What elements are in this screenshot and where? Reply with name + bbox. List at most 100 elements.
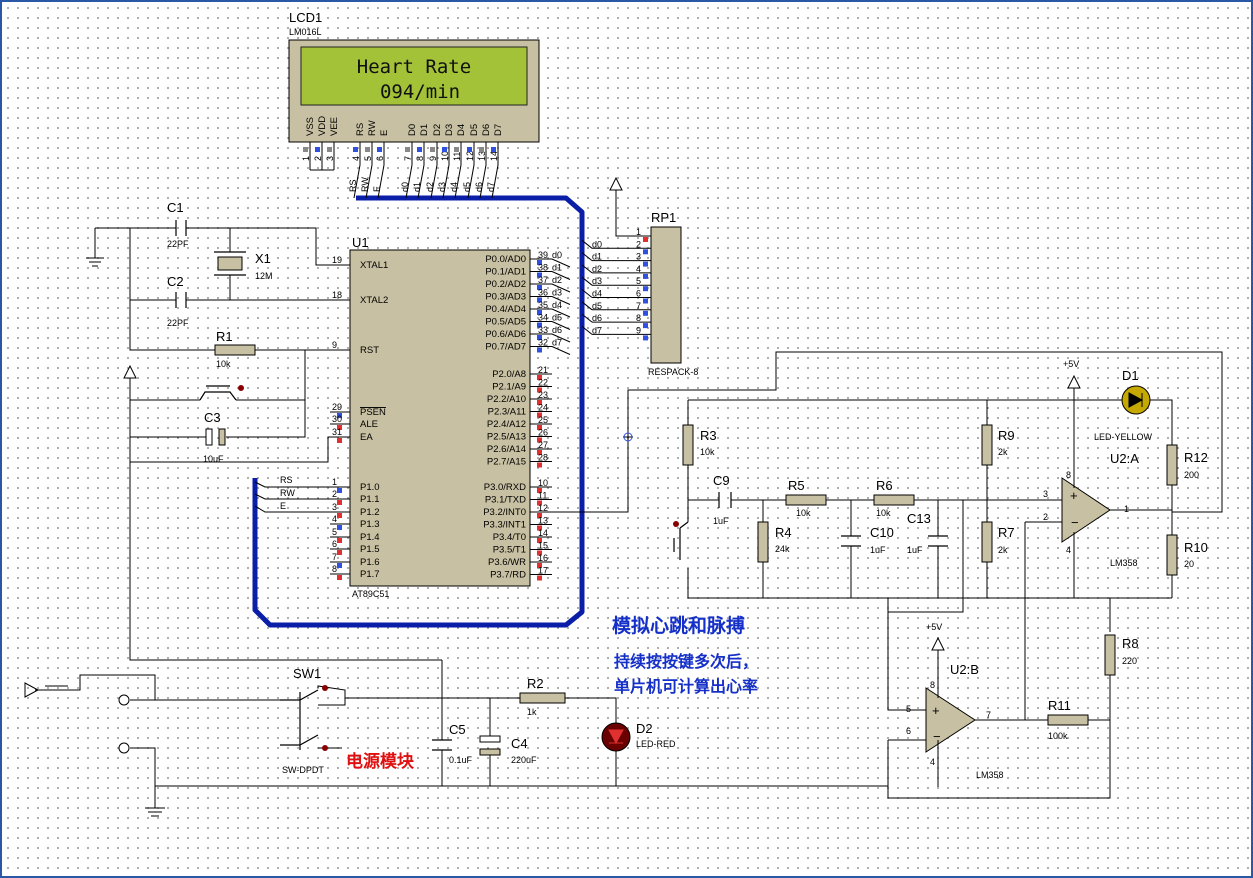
mcu-right-pin-number: 10	[538, 478, 548, 488]
mcu-right-pin-name: P2.1/A9	[492, 382, 526, 393]
mcu-pin-state-dot	[537, 563, 542, 568]
sw1-contacts-wire	[317, 685, 346, 749]
lcd-pin-name: D3	[444, 124, 455, 136]
lcd-pin-number: 1	[301, 156, 311, 161]
rp1-net-label: d7	[592, 325, 602, 335]
c2-symbol	[175, 292, 187, 308]
mcu-right-pin-name: P3.7/RD	[490, 570, 526, 581]
reset-button-probe-icon[interactable]	[238, 385, 244, 391]
mcu-right-pin-name: P2.7/A15	[487, 457, 526, 468]
c5-symbol	[432, 739, 452, 751]
mcu-left-pin-name: ALE	[360, 419, 378, 430]
r1-body	[214, 344, 256, 356]
mcu-pin-state-dot	[337, 563, 342, 568]
annotation-power: 电源模块	[346, 751, 415, 772]
lcd-pin-number: 11	[452, 152, 462, 161]
rp1-pin-number: 5	[636, 276, 641, 286]
lcd-pin-state-dot	[442, 147, 447, 152]
lcd-bus-entry	[353, 164, 361, 199]
mcu-right-pin-name: P3.0/RXD	[484, 482, 526, 493]
mcu-right-pin-name: P2.6/A14	[487, 444, 526, 455]
sw1-probe-a-icon[interactable]	[322, 685, 328, 691]
lcd-pin-name: D6	[481, 124, 492, 136]
lcd-bus-entry	[377, 164, 385, 199]
lcd-module: LCD1 LM016L Heart Rate 094/min VSS1VDD2V…	[288, 10, 540, 199]
mcu-right-pin-name: P2.5/A13	[487, 432, 526, 443]
r8-ref: R8	[1122, 636, 1139, 651]
mcu-pin-state-dot	[537, 335, 542, 340]
r11-ref: R11	[1048, 698, 1071, 713]
mcu-right-pin-name: P2.2/A10	[487, 394, 526, 405]
lcd-bus-label: RW	[360, 177, 370, 192]
mcu-pin-state-dot	[537, 347, 542, 353]
sw1-dpdt-icon[interactable]	[280, 689, 319, 750]
u2b-plus: +	[932, 703, 940, 718]
rp1-net-label: d0	[592, 239, 602, 249]
mcu-left-pin-name: PSEN	[360, 407, 386, 418]
mcu-left-pin-number: 8	[332, 564, 337, 574]
mcu-left-pin-name: P1.5	[360, 544, 380, 555]
u2b-pin-out: 7	[986, 710, 991, 720]
mcu-bus-entry	[551, 346, 571, 355]
mcu-right-pin-name: P3.1/TXD	[485, 495, 526, 506]
r2-value: 1k	[527, 707, 537, 717]
lcd-bus-entry	[442, 164, 450, 199]
mcu-pin-state-dot	[537, 310, 542, 315]
mcu-pin-state-dot	[537, 462, 542, 468]
lcd-bus-entry	[491, 164, 499, 199]
mcu-left-pin-number: 18	[332, 290, 342, 300]
mcu-right-pin-name: P0.4/AD4	[485, 304, 526, 315]
r4-value: 24k	[775, 544, 790, 554]
pulse-button-icon[interactable]	[673, 521, 689, 560]
lcd-pins: VSS1VDD2VEE3RS4RSRW5RWE6ED07d0D18d1D29d2…	[301, 116, 504, 199]
lcd-pin-state-dot	[353, 147, 358, 152]
rp1-pin-number: 7	[636, 301, 641, 311]
rp1-pin-state-dot	[643, 273, 648, 279]
u2b-stage: R8 220 R11 100k + − 5 6 7 8 4 U2:B LM358…	[887, 500, 1139, 799]
lcd-bus-label: d1	[412, 182, 422, 192]
c3-ref: C3	[204, 410, 221, 425]
r4-body	[757, 521, 769, 563]
pulse-button-probe-icon[interactable]	[673, 521, 679, 527]
c4-ref: C4	[511, 736, 528, 751]
mcu-bus-entry	[551, 296, 571, 305]
lcd-pin-name: D0	[407, 124, 418, 136]
mcu-right-pin-number: 35	[538, 300, 548, 310]
rp1-net-label: d6	[592, 313, 602, 323]
lcd-pin-number: 5	[363, 156, 373, 161]
c10-value: 1uF	[870, 545, 886, 555]
mcu-right-pin-number: 14	[538, 528, 548, 538]
d1-diode-arrow-icon	[1128, 392, 1144, 408]
mcu-right-pin-name: P3.5/T1	[493, 545, 526, 556]
mcu-left-pin-name: EA	[360, 432, 373, 443]
r1-ref: R1	[216, 329, 233, 344]
sw1-probe-b-icon[interactable]	[322, 745, 328, 751]
mcu-bus-entry	[551, 283, 571, 293]
lcd-model: LM016L	[289, 27, 322, 37]
mcu-right-pin-number: 17	[538, 566, 548, 576]
lcd-pin-number: 7	[403, 156, 413, 161]
lcd-pin-name: D7	[493, 124, 504, 136]
lcd-ref: LCD1	[289, 10, 322, 25]
c1-value: 22PF	[167, 239, 189, 249]
u2a-ref: U2:A	[1110, 451, 1139, 466]
switch-ground-wire	[687, 500, 1172, 599]
mcu-at89c51: U1 AT89C51 XTAL119XTAL218RST9PSEN29ALE30…	[330, 235, 571, 599]
mcu-pin-state-dot	[537, 375, 542, 380]
c9-symbol	[718, 492, 732, 508]
lcd-pin-name: VSS	[305, 117, 316, 136]
c3-wire	[130, 400, 306, 438]
u2a-plus: +	[1070, 488, 1078, 503]
rp1-pullup-wire	[615, 190, 651, 237]
lcd-pin-number: 12	[465, 151, 475, 161]
lcd-bus-entry	[479, 164, 487, 199]
r7-ref: R7	[998, 525, 1015, 540]
mcu-right-pin-number: 21	[538, 365, 548, 375]
rp1-body	[650, 226, 682, 364]
r11-value: 100k	[1048, 731, 1068, 741]
mcu-left-pin-number: 31	[332, 427, 342, 437]
filter-chain-wire	[687, 400, 1048, 501]
mcu-left-pin-number: 29	[332, 402, 342, 412]
